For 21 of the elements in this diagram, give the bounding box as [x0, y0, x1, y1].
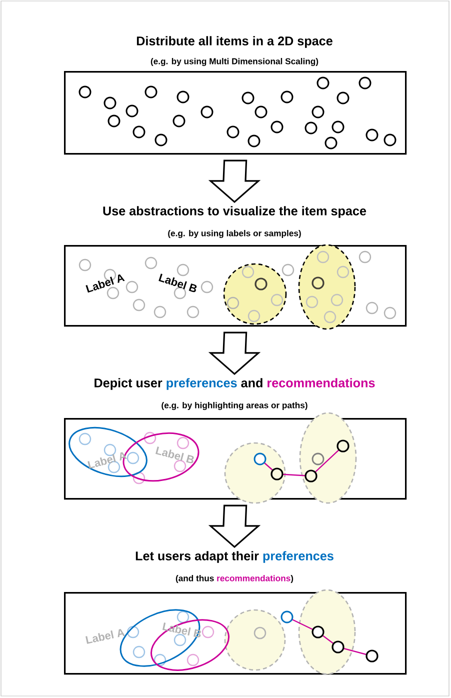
block-arrow — [208, 160, 261, 203]
subheading: (e.g. by highlighting areas or paths) — [162, 402, 308, 410]
area-label: Label A — [86, 628, 125, 644]
subheading: (e.g. by using Multi Dimensional Scaling) — [150, 58, 318, 66]
area-label: Label B — [162, 622, 201, 638]
block-arrow — [208, 504, 261, 548]
heading: Distribute all items in a 2D space — [136, 36, 332, 48]
heading: Use abstractions to visualize the item space — [103, 206, 366, 218]
subheading: (and thus recommendations) — [176, 575, 294, 584]
area-label: Label B — [156, 446, 194, 464]
area-label: Label A — [86, 274, 125, 293]
node-label: Depict user — [94, 378, 162, 390]
node-label: preferences — [166, 378, 237, 390]
node-label: and — [241, 378, 262, 388]
node-label: recommendations — [268, 378, 375, 388]
area-label: Label B — [158, 274, 197, 292]
block-arrow — [208, 332, 261, 375]
heading: Let users adapt their preferences — [136, 551, 334, 563]
subheading: (e.g. by using labels or samples) — [168, 230, 301, 238]
area-label: Label A — [88, 452, 127, 469]
heading: Depict user preferences and recommendations — [94, 378, 375, 390]
